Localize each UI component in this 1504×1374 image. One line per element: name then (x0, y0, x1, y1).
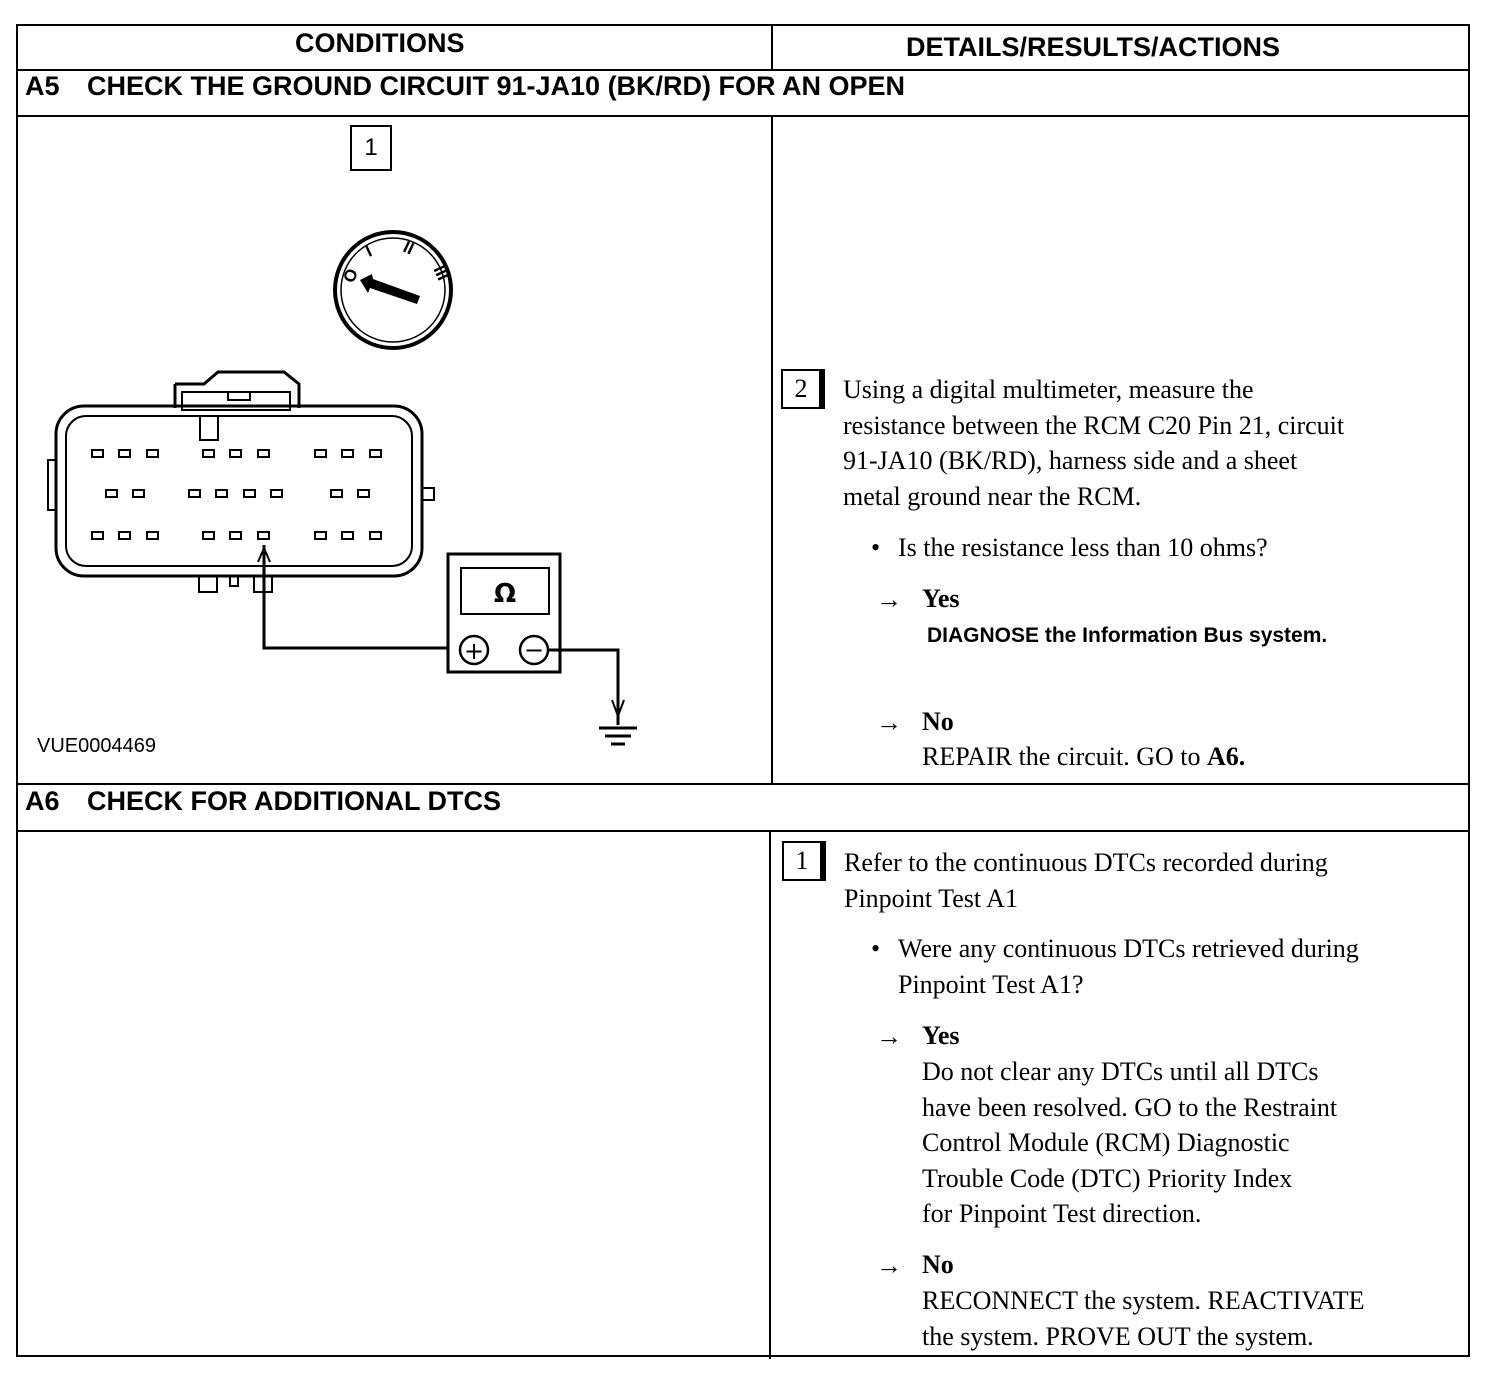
rcm-connector-icon (47, 370, 435, 593)
a5-step-1-box: 1 (350, 125, 392, 171)
meter-plus-symbol: + (464, 637, 484, 665)
ground-icon (548, 648, 637, 746)
a6-no-label: No (922, 1250, 954, 1279)
yes-arrow-icon: → (876, 585, 902, 614)
a6-question: • Were any continuous DTCs retrieved dur… (871, 931, 1359, 1002)
a6-step-1-line-1: Refer to the continuous DTCs recorded du… (844, 848, 1328, 877)
ignition-label-2: II (400, 237, 417, 258)
no-arrow-icon: → (876, 1251, 902, 1280)
procedure-table (16, 24, 1470, 1359)
a5-no-action: REPAIR the circuit. GO to A6. (922, 739, 1245, 775)
a5-no-action-text: REPAIR the circuit. GO to (922, 742, 1208, 771)
a5-yes-label: Yes (922, 584, 960, 613)
a5-yes-action: DIAGNOSE the Information Bus system. (927, 624, 1328, 647)
ignition-switch-icon: O I II III (333, 230, 453, 350)
a6-step-1-box: 1 (782, 841, 822, 881)
a6-no-line-2: the system. PROVE OUT the system. (922, 1321, 1314, 1351)
header-column-divider (771, 26, 773, 70)
a6-yes-line-4: Trouble Code (DTC) Priority Index (922, 1163, 1293, 1193)
a6-code: A6 (25, 786, 60, 816)
details-header: DETAILS/RESULTS/ACTIONS (906, 32, 1281, 62)
connector-pins (91, 449, 382, 540)
a6-no-action: RECONNECT the system. REACTIVATE the sys… (922, 1283, 1462, 1354)
a5-title-divider (18, 115, 1468, 117)
header-divider (18, 69, 1468, 71)
meter-ohm-symbol: Ω (494, 579, 516, 609)
ignition-label-0: O (339, 266, 361, 285)
a6-yes-line-3: Control Module (RCM) Diagnostic (922, 1128, 1290, 1158)
a6-step-1-text: Refer to the continuous DTCs recorded du… (844, 845, 1454, 916)
a5-step-2-line-4: metal ground near the RCM. (843, 481, 1142, 511)
a6-step-1-line-2: Pinpoint Test A1 (844, 883, 1018, 913)
a6-yes-line-1: Do not clear any DTCs until all DTCs (922, 1057, 1319, 1086)
multimeter-icon: Ω + − (446, 552, 562, 674)
a6-yes-action: Do not clear any DTCs until all DTCs hav… (922, 1054, 1452, 1232)
a6-yes-line-5: for Pinpoint Test direction. (922, 1199, 1202, 1229)
conditions-header: CONDITIONS (295, 28, 465, 58)
a5-no-action-link[interactable]: A6. (1207, 742, 1246, 771)
a5-code: A5 (25, 71, 60, 101)
a5-no-label: No (922, 707, 954, 736)
meter-minus-symbol: − (524, 636, 544, 664)
a6-title: CHECK FOR ADDITIONAL DTCS (87, 786, 501, 816)
a6-yes-line-2: have been resolved. GO to the Restraint (922, 1092, 1338, 1122)
a6-no-line-1: RECONNECT the system. REACTIVATE (922, 1286, 1365, 1315)
a6-yes-label: Yes (922, 1021, 960, 1050)
bullet-icon: • (871, 533, 881, 562)
a6-title-divider (18, 830, 1468, 832)
a5-section-title: A5 CHECK THE GROUND CIRCUIT 91-JA10 (BK/R… (25, 71, 905, 101)
a5-step-2-line-3: 91-JA10 (BK/RD), harness side and a shee… (843, 446, 1298, 476)
a6-section-title: A6 CHECK FOR ADDITIONAL DTCS (25, 786, 501, 816)
a5-title: CHECK THE GROUND CIRCUIT 91-JA10 (BK/RD)… (87, 71, 906, 101)
yes-arrow-icon: → (876, 1022, 902, 1051)
a6-question-line-2: Pinpoint Test A1? (898, 969, 1084, 999)
a5-step-2-line-2: resistance between the RCM C20 Pin 21, c… (843, 410, 1345, 440)
a5-step-2-text: Using a digital multimeter, measure the … (843, 372, 1453, 514)
a6-column-divider (769, 830, 771, 1359)
a5-column-divider (771, 115, 773, 784)
a5-question: • Is the resistance less than 10 ohms? (871, 530, 1268, 566)
a5-question-text: Is the resistance less than 10 ohms? (898, 533, 1268, 562)
bullet-icon: • (871, 934, 881, 963)
figure-id: VUE0004469 (37, 735, 156, 757)
probe-icon (257, 545, 447, 650)
no-arrow-icon: → (876, 708, 902, 737)
a5-end-divider (18, 783, 1468, 785)
a5-step-2-box: 2 (781, 369, 821, 409)
a5-step-2-line-1: Using a digital multimeter, measure the (843, 375, 1254, 404)
a6-question-line-1: Were any continuous DTCs retrieved durin… (898, 934, 1359, 963)
